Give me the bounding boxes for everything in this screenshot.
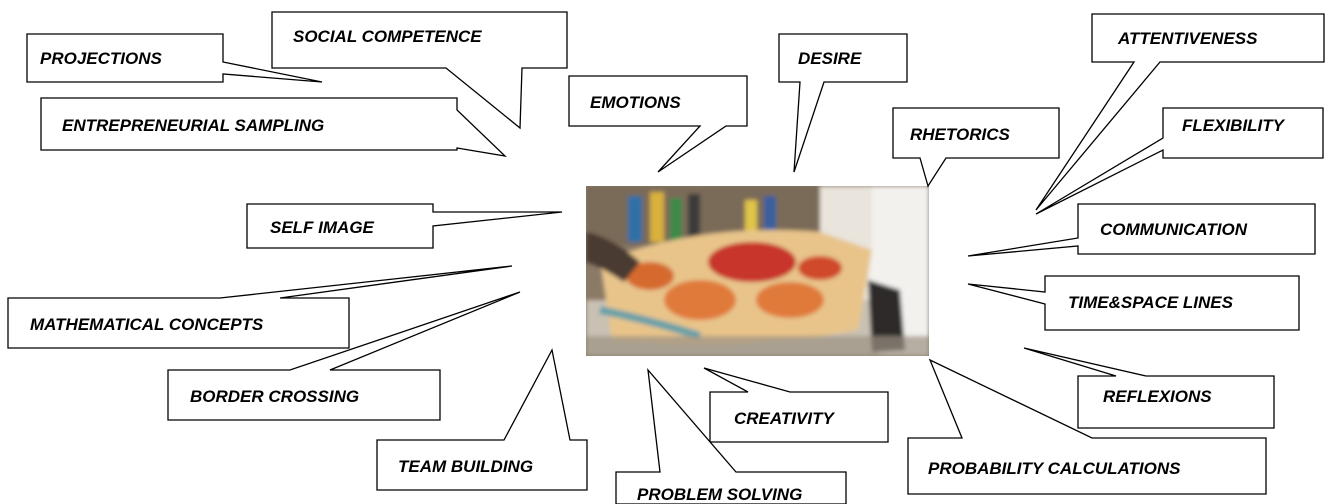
callout-projections: PROJECTIONS xyxy=(26,33,323,83)
callout-label-projections: PROJECTIONS xyxy=(40,49,163,68)
callout-self-image: SELF IMAGE xyxy=(246,203,563,249)
callout-label-reflexions: REFLEXIONS xyxy=(1103,387,1212,406)
callout-attentiveness: ATTENTIVENESS xyxy=(1035,13,1325,211)
callout-label-mathematical-concepts: MATHEMATICAL CONCEPTS xyxy=(30,315,264,334)
callout-shape xyxy=(907,358,1267,495)
callout-shape xyxy=(271,11,568,130)
callout-creativity: CREATIVITY xyxy=(703,367,889,443)
painting-photo xyxy=(586,186,929,356)
callout-probability-calculations: PROBABILITY CALCULATIONS xyxy=(907,358,1267,495)
callout-shape xyxy=(615,367,847,504)
callout-communication: COMMUNICATION xyxy=(967,203,1316,257)
callout-shape xyxy=(967,203,1316,257)
callout-shape xyxy=(1035,13,1325,211)
callout-label-social-competence: SOCIAL COMPETENCE xyxy=(293,27,482,46)
callout-label-desire: DESIRE xyxy=(798,49,862,68)
callout-mathematical-concepts: MATHEMATICAL CONCEPTS xyxy=(7,265,513,349)
callout-team-building: TEAM BUILDING xyxy=(376,348,588,491)
callout-social-competence: SOCIAL COMPETENCE xyxy=(271,11,568,130)
callout-border-crossing: BORDER CROSSING xyxy=(167,291,521,421)
callout-label-problem-solving: PROBLEM SOLVING xyxy=(637,485,802,504)
callout-label-team-building: TEAM BUILDING xyxy=(398,457,533,476)
callout-label-creativity: CREATIVITY xyxy=(734,409,835,428)
callout-label-attentiveness: ATTENTIVENESS xyxy=(1117,29,1258,48)
callout-label-emotions: EMOTIONS xyxy=(590,93,681,112)
callout-shape xyxy=(246,203,563,249)
callout-flexibility: FLEXIBILITY xyxy=(1035,107,1324,215)
callout-shape xyxy=(376,348,588,491)
callout-label-rhetorics: RHETORICS xyxy=(910,125,1010,144)
callout-shape xyxy=(568,75,748,173)
callout-problem-solving: PROBLEM SOLVING xyxy=(615,367,847,504)
callout-label-communication: COMMUNICATION xyxy=(1100,220,1248,239)
callout-label-border-crossing: BORDER CROSSING xyxy=(190,387,359,406)
callout-shape xyxy=(167,291,521,421)
callout-entrepreneurial-sampling: ENTREPRENEURIAL SAMPLING xyxy=(40,97,507,157)
callout-label-time-space-lines: TIME&SPACE LINES xyxy=(1068,293,1234,312)
callout-shape xyxy=(967,275,1300,331)
callout-shape xyxy=(703,367,889,443)
callout-shape xyxy=(40,97,507,157)
callout-emotions: EMOTIONS xyxy=(568,75,748,173)
callout-shape xyxy=(892,107,1060,188)
callout-shape xyxy=(778,33,908,173)
callout-shape xyxy=(1023,347,1275,429)
callout-label-probability-calculations: PROBABILITY CALCULATIONS xyxy=(928,459,1181,478)
callout-label-self-image: SELF IMAGE xyxy=(270,218,375,237)
callout-shape xyxy=(7,265,513,349)
callout-time-space-lines: TIME&SPACE LINES xyxy=(967,275,1300,331)
callout-label-entrepreneurial-sampling: ENTREPRENEURIAL SAMPLING xyxy=(62,116,324,135)
callout-shape xyxy=(26,33,323,83)
callout-shape xyxy=(1035,107,1324,215)
callout-desire: DESIRE xyxy=(778,33,908,173)
callout-rhetorics: RHETORICS xyxy=(892,107,1060,188)
callout-reflexions: REFLEXIONS xyxy=(1023,347,1275,429)
callout-label-flexibility: FLEXIBILITY xyxy=(1182,116,1286,135)
